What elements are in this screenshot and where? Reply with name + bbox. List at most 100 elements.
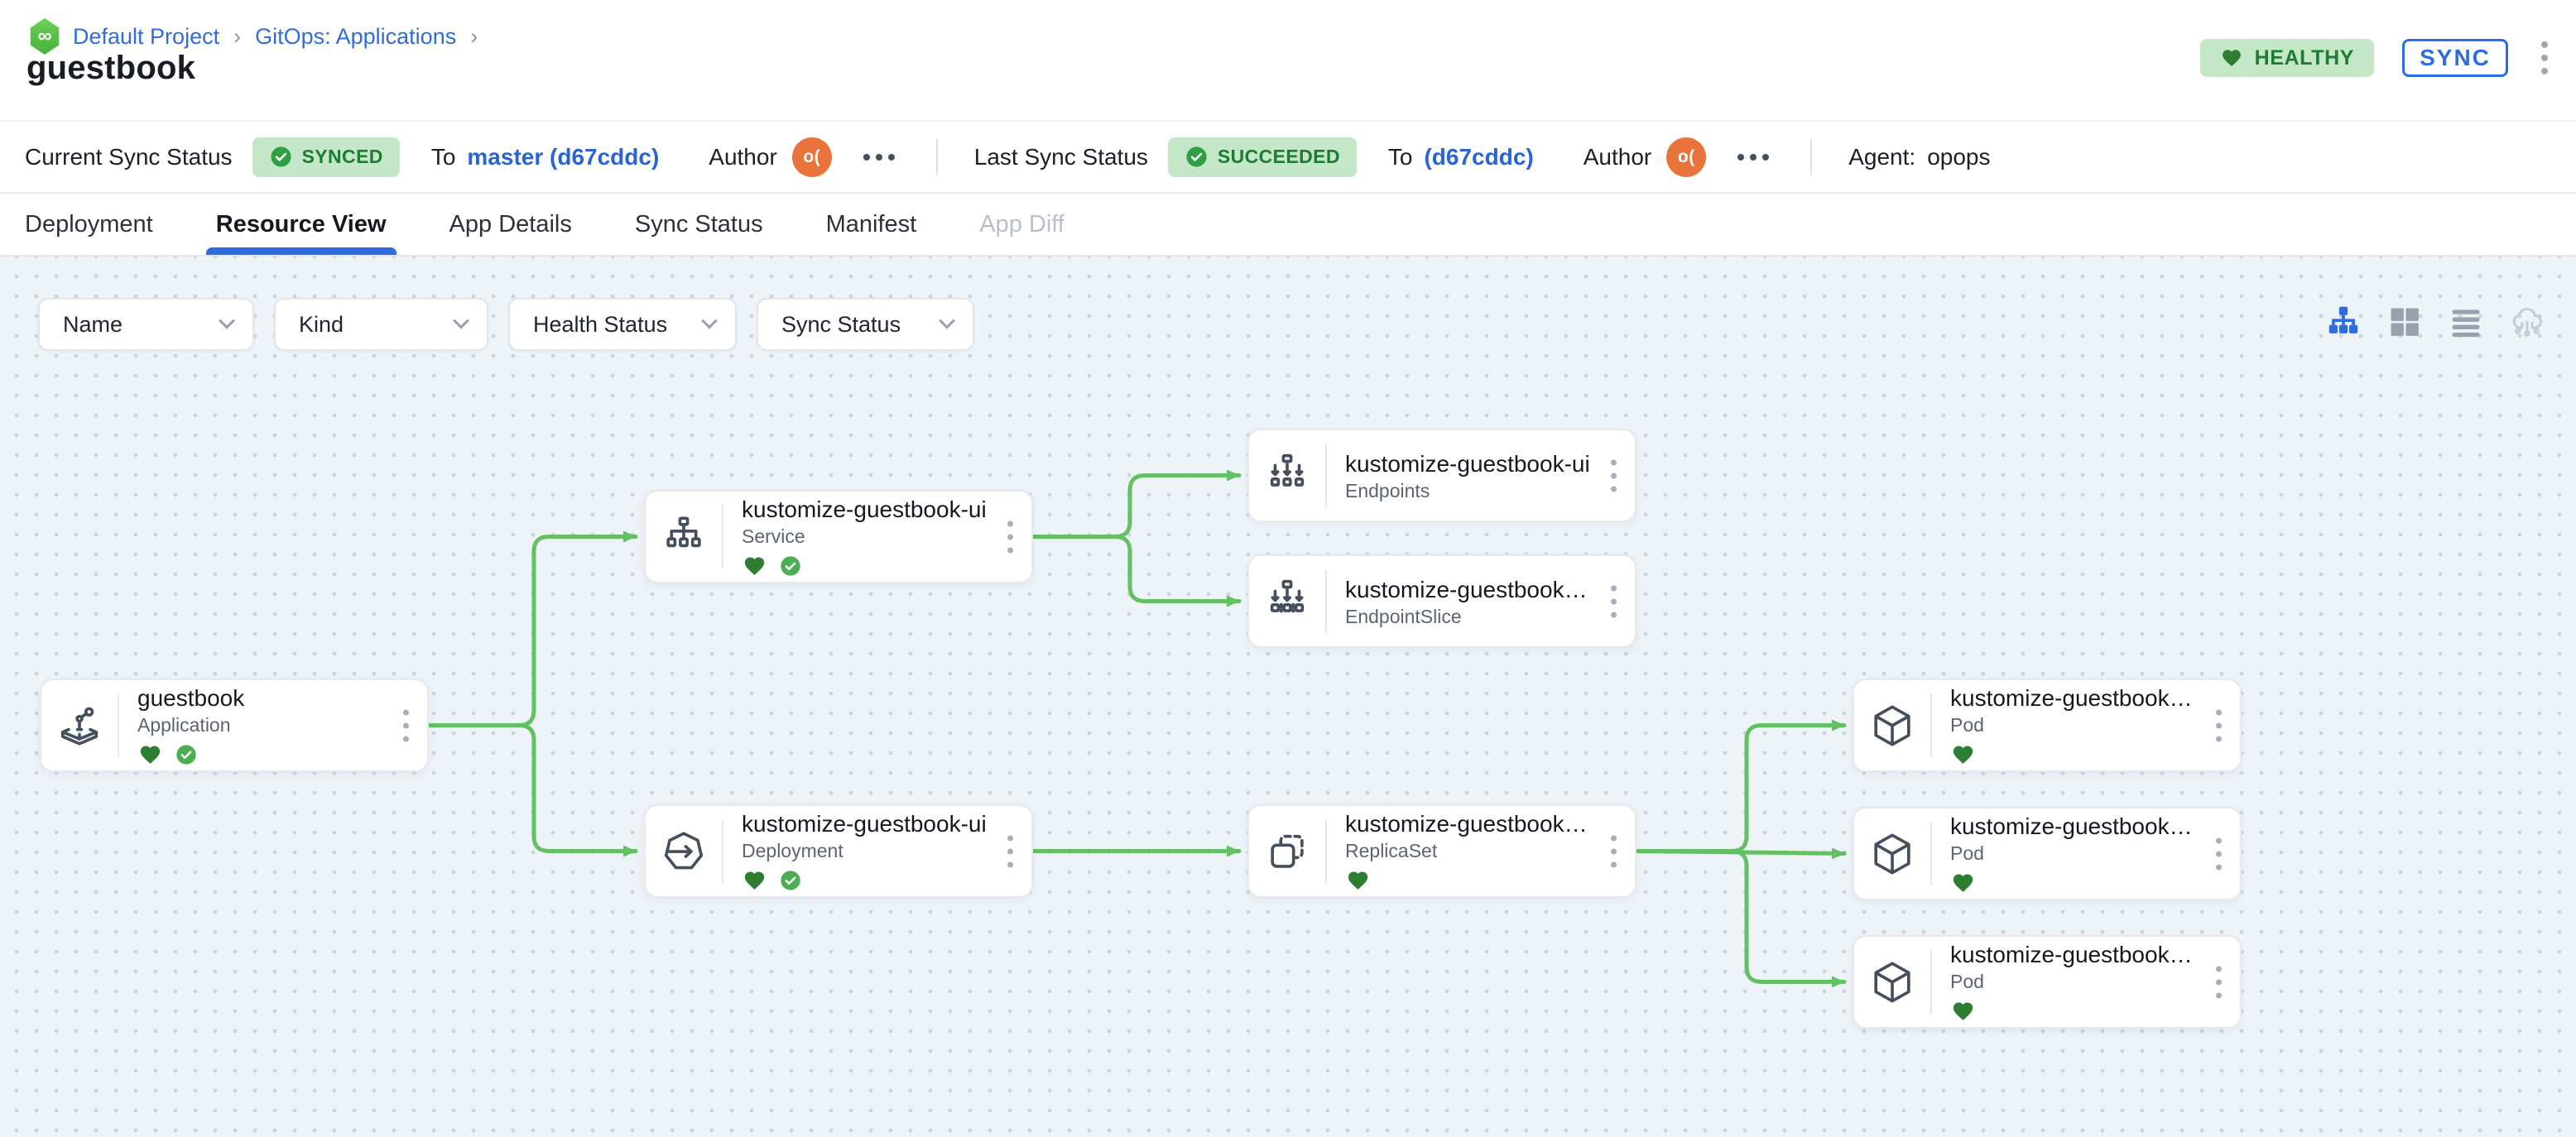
synced-check-icon	[781, 556, 800, 576]
node-kind: Deployment	[742, 840, 843, 861]
node-kebab-menu-icon[interactable]	[1002, 830, 1018, 872]
node-kind: Pod	[1950, 714, 1984, 736]
application-icon	[41, 680, 118, 770]
filter-bar: Name Kind Health Status Sync Status	[38, 298, 974, 351]
node-divider	[118, 693, 119, 757]
tab-deployment[interactable]: Deployment	[25, 210, 153, 237]
status-bar: Current Sync Status SYNCED To master (d6…	[0, 120, 2576, 192]
current-author-label: Author	[709, 143, 777, 170]
tree-view-icon[interactable]	[2324, 303, 2362, 341]
tab-app-details[interactable]: App Details	[449, 210, 572, 237]
node-kebab-menu-icon[interactable]	[2211, 832, 2227, 875]
node-status	[137, 742, 386, 767]
node-status	[1345, 868, 1593, 893]
resource-node-replicaset-rs[interactable]: kustomize-guestbook-ui-... ReplicaSet	[1247, 804, 1636, 898]
edge-svc-to-ep	[1031, 469, 1242, 539]
edge-app-to-dep	[426, 723, 638, 857]
tab-manifest[interactable]: Manifest	[825, 210, 917, 237]
node-divider	[1930, 950, 1932, 1014]
node-title: guestbook	[137, 685, 245, 711]
edge-app-to-svc	[426, 530, 638, 727]
last-sync-status-label: Last Sync Status	[973, 143, 1148, 170]
healthy-heart-icon	[1348, 871, 1368, 890]
resource-node-pod-pod3[interactable]: kustomize-guestbook-ui-... Pod	[1853, 935, 2242, 1029]
pod-icon	[1854, 680, 1930, 770]
node-title: kustomize-guestbook-ui	[742, 811, 987, 837]
list-view-icon[interactable]	[2447, 303, 2485, 341]
heart-icon	[2222, 50, 2241, 67]
node-divider	[1325, 444, 1327, 507]
replicaset-icon	[1249, 806, 1325, 896]
node-kebab-menu-icon[interactable]	[398, 704, 414, 746]
tab-resource-view[interactable]: Resource View	[205, 194, 396, 255]
status-divider	[935, 138, 938, 175]
node-kind: Endpoints	[1345, 479, 1430, 501]
node-kebab-menu-icon[interactable]	[1606, 580, 1622, 622]
breadcrumb-separator: ›	[470, 23, 478, 49]
service-icon	[646, 492, 722, 582]
healthy-heart-icon	[744, 557, 765, 575]
node-title: kustomize-guestbook-ui-...	[1345, 811, 1593, 837]
breadcrumb-project-link[interactable]: Default Project	[73, 23, 220, 49]
node-divider	[1930, 693, 1932, 757]
filter-kind-dropdown[interactable]: Kind	[274, 298, 488, 351]
last-to-label: To	[1387, 143, 1413, 170]
node-kebab-menu-icon[interactable]	[1002, 516, 1018, 558]
node-status	[742, 554, 990, 578]
node-divider	[1930, 822, 1932, 885]
filter-name-dropdown[interactable]: Name	[38, 298, 254, 351]
last-author-label: Author	[1583, 143, 1652, 170]
resource-tree-canvas: Name Kind Health Status Sync Status guestbo…	[0, 257, 2576, 1137]
resource-node-pod-pod1[interactable]: kustomize-guestbook-ui-... Pod	[1853, 679, 2242, 772]
healthy-heart-icon	[1953, 874, 1973, 892]
check-circle-icon	[1186, 146, 1207, 167]
pod-icon	[1854, 808, 1930, 899]
filter-sync-status-dropdown[interactable]: Sync Status	[757, 298, 974, 351]
current-commit-more-icon[interactable]	[857, 147, 901, 167]
current-author-avatar: o(	[791, 137, 832, 177]
node-kebab-menu-icon[interactable]	[1606, 830, 1622, 872]
last-target-commit-link[interactable]: (d67cddc)	[1424, 143, 1534, 170]
node-kind: Pod	[1950, 971, 1984, 992]
node-title: kustomize-guestbook-ui-...	[1950, 813, 2199, 839]
tab-sync-status[interactable]: Sync Status	[634, 210, 763, 237]
header-actions: HEALTHY SYNC	[2199, 36, 2553, 79]
current-target-commit-link[interactable]: master (d67cddc)	[467, 143, 660, 170]
node-status	[1950, 742, 2199, 767]
filter-health-status-dropdown[interactable]: Health Status	[508, 298, 737, 351]
node-kebab-menu-icon[interactable]	[1606, 454, 1622, 497]
node-title: kustomize-guestbook-ui-...	[1950, 942, 2199, 967]
node-divider	[1325, 569, 1327, 633]
node-kebab-menu-icon[interactable]	[2211, 961, 2227, 1003]
current-sync-status-label: Current Sync Status	[25, 143, 233, 170]
node-divider	[1325, 819, 1327, 883]
node-status	[742, 868, 990, 893]
node-status	[1950, 999, 2199, 1024]
edge-rs-to-pod1	[1634, 719, 1847, 853]
node-divider	[722, 819, 723, 883]
breadcrumb: ∞ Default Project › GitOps: Applications…	[28, 18, 480, 55]
synced-check-icon	[781, 871, 800, 890]
tab-bar: Deployment Resource View App Details Sync S…	[0, 192, 2576, 257]
node-kebab-menu-icon[interactable]	[2211, 704, 2227, 746]
breadcrumb-gitops-link[interactable]: GitOps: Applications	[255, 23, 457, 49]
cloud-view-icon	[2508, 303, 2546, 341]
view-toggles	[2324, 303, 2546, 341]
node-title: kustomize-guestbook-ui-...	[1950, 685, 2199, 711]
grid-view-icon[interactable]	[2386, 303, 2424, 341]
chevron-down-icon	[219, 312, 235, 329]
last-commit-more-icon[interactable]	[1731, 147, 1776, 167]
edge-rs-to-pod3	[1634, 849, 1847, 988]
sync-button[interactable]: SYNC	[2402, 39, 2508, 77]
node-kind: Application	[137, 714, 231, 736]
resource-node-pod-pod2[interactable]: kustomize-guestbook-ui-...Pod	[1853, 807, 2242, 900]
resource-node-endpointslice-eps[interactable]: kustomize-guestbook-ui-...EndpointSlice	[1247, 554, 1636, 648]
synced-check-icon	[176, 745, 196, 765]
header-kebab-menu-icon[interactable]	[2536, 36, 2553, 79]
page-title: guestbook	[26, 50, 196, 86]
node-kind: ReplicaSet	[1345, 840, 1438, 861]
